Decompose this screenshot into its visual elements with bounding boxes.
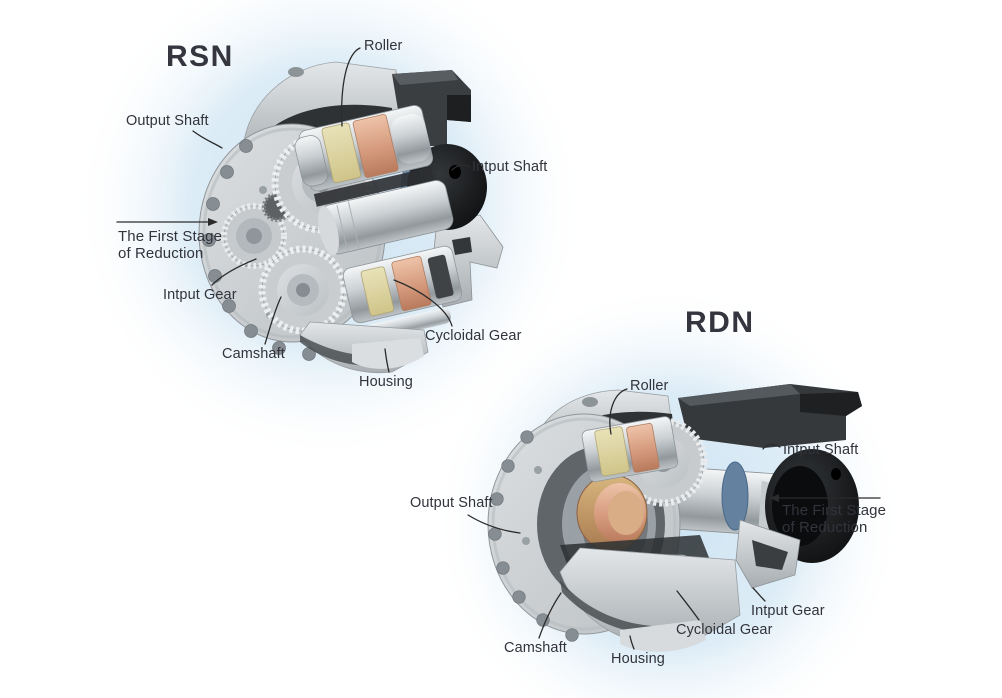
rdn-camshaft-leader-line (538, 592, 562, 639)
rsn-label-first-stage: The First Stage of Reduction (118, 228, 222, 262)
rsn-input-gear-leader-line (211, 258, 257, 286)
rdn-cycloidal-gear-leader-line (676, 590, 700, 621)
rdn-label-first-stage: The First Stage of Reduction (782, 502, 886, 536)
rdn-right-bracket (735, 519, 801, 589)
annotation-lines (116, 47, 881, 650)
rsn-label-cycloidal-gear: Cycloidal Gear (425, 328, 522, 344)
rdn-title: RDN (685, 306, 755, 339)
rsn-input-gear-small (221, 203, 287, 269)
rsn-label-output-shaft: Output Shaft (126, 113, 209, 129)
rsn-output-shaft-leader-line (192, 130, 223, 149)
rdn-roller-leader-line (609, 388, 628, 435)
rdn-housing-leader-line (629, 635, 635, 650)
rsn-first-stage-arrowhead (208, 218, 218, 226)
rsn-camshaft-leader-line (264, 296, 282, 345)
rdn-input-gear-leader-line (752, 587, 766, 602)
rsn-cycloidal-gear-segment (352, 114, 399, 178)
rdn-label-input-shaft: Intput Shaft (783, 442, 859, 458)
rdn-flange-bolt-holes (488, 430, 579, 642)
rsn-first-stage-line2: of Reduction (118, 245, 204, 262)
rdn-housing-bottom (559, 547, 741, 652)
rsn-spur-gear-bottom (258, 245, 348, 335)
rdn-unit-illustration (487, 384, 862, 652)
rsn-label-roller: Roller (364, 38, 403, 54)
rdn-first-stage-arrowhead (769, 494, 779, 502)
rsn-label-input-shaft: Intput Shaft (472, 159, 548, 175)
rdn-roller-assembly (581, 416, 679, 483)
rsn-title: RSN (166, 40, 234, 73)
rsn-label-camshaft: Camshaft (222, 346, 285, 362)
rsn-label-housing: Housing (359, 374, 413, 390)
rdn-label-camshaft: Camshaft (504, 640, 567, 656)
rsn-label-input-gear: Intput Gear (163, 287, 237, 303)
rsn-flange-bolt-holes (202, 139, 345, 361)
rsn-housing-bottom (299, 321, 429, 374)
rsn-roller-block-tan (321, 122, 362, 184)
rdn-cutaway-block (678, 384, 862, 448)
rdn-cycloidal-rings (576, 474, 648, 552)
rdn-label-housing: Housing (611, 651, 665, 667)
rdn-label-output-shaft: Output Shaft (410, 495, 493, 511)
rdn-cap-bolt-hole (582, 397, 598, 407)
rdn-first-stage-line2: of Reduction (782, 519, 868, 536)
rsn-cycloidal-gear-leader-line (393, 279, 453, 327)
rsn-cap-bolt-hole (288, 67, 304, 77)
rdn-output-shaft-leader-line (467, 514, 521, 534)
rsn-housing-leader-line (384, 348, 390, 373)
rdn-first-stage-line1: The First Stage (782, 502, 887, 519)
rdn-label-cycloidal-gear: Cycloidal Gear (676, 622, 773, 638)
rsn-cutaway-stack (294, 105, 463, 342)
rdn-input-shaft-leader-line (762, 443, 781, 450)
rsn-first-stage-line1: The First Stage (118, 228, 223, 245)
rdn-label-roller: Roller (630, 378, 669, 394)
rdn-input-hub (765, 449, 859, 563)
rsn-unit-illustration (198, 61, 504, 374)
rdn-label-input-gear: Intput Gear (751, 603, 825, 619)
rsn-input-shaft-leader-line (451, 164, 471, 171)
rdn-bearing-ring (721, 461, 749, 531)
rsn-roller-leader-line (341, 47, 361, 127)
